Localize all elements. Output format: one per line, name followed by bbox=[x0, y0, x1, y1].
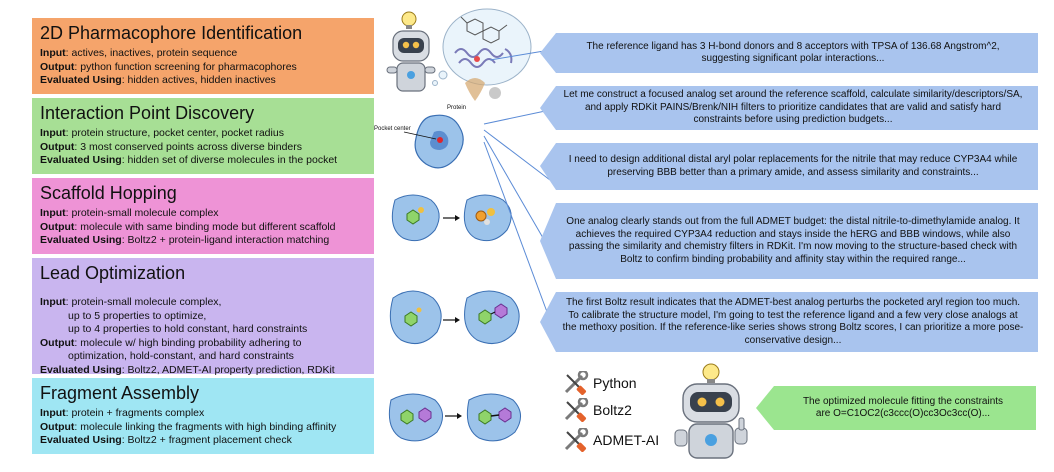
eval-label: Evaluated Using bbox=[40, 74, 122, 86]
output-text: python function screening for pharmacoph… bbox=[80, 60, 297, 73]
bubble-arrow-shape bbox=[540, 143, 1038, 190]
input-text: protein + fragments complex bbox=[71, 407, 205, 419]
input-label: Input bbox=[40, 407, 66, 419]
task-title: 2D Pharmacophore Identification bbox=[40, 23, 303, 43]
protein-pocket-illustration: Pocket center bbox=[374, 114, 464, 169]
bubble-arrow-shape bbox=[540, 33, 1038, 73]
task-panel-fragment-assembly: Fragment Assembly Input: protein + fragm… bbox=[30, 376, 376, 456]
input-text-3: up to 4 properties to hold constant, har… bbox=[68, 323, 308, 335]
eval-text: Boltz2 + protein-ligand interaction matc… bbox=[127, 234, 330, 246]
eval-text: Boltz2, ADMET-AI property prediction, RD… bbox=[127, 363, 335, 376]
input-label: Input bbox=[40, 296, 66, 308]
lead-optimization-illustration bbox=[389, 290, 520, 345]
final-answer-line-1: The optimized molecule fitting the const… bbox=[802, 395, 1004, 407]
eval-text: hidden actives, hidden inactives bbox=[127, 74, 276, 86]
output-text: 3 most conserved points across diverse b… bbox=[80, 140, 303, 153]
output-label: Output bbox=[40, 336, 75, 349]
input-label: Input bbox=[40, 207, 66, 219]
task-panel-interaction-points: Interaction Point Discovery Input: prote… bbox=[30, 96, 376, 176]
eval-text: hidden set of diverse molecules in the p… bbox=[127, 154, 338, 166]
input-text-2: up to 5 properties to optimize, bbox=[68, 309, 207, 322]
final-answer-line-2: are O=C1OC2(c3ccc(O)cc3Oc3cc(O)... bbox=[815, 408, 991, 419]
eval-label: Evaluated Using bbox=[40, 234, 122, 246]
output-text: molecule with same binding mode but diff… bbox=[80, 220, 336, 233]
eval-label: Evaluated Using bbox=[40, 434, 122, 446]
input-text: protein-small molecule complex bbox=[71, 207, 219, 219]
wrench-screwdriver-icon bbox=[564, 428, 589, 452]
bubble-arrow-shape bbox=[756, 386, 1036, 430]
eval-text: Boltz2 + fragment placement check bbox=[127, 434, 292, 446]
bubble-text: The first Boltz result indicates that th… bbox=[562, 297, 1024, 346]
eval-label: Evaluated Using bbox=[40, 154, 122, 166]
bubble-arrow-shape bbox=[540, 292, 1038, 352]
task-title: Lead Optimization bbox=[40, 263, 186, 283]
reasoning-bubble-3: I need to design additional distal aryl … bbox=[540, 143, 1038, 190]
task-panel-lead-optimization: Lead Optimization Input: protein-small m… bbox=[30, 256, 376, 376]
pocket-center-label: Pocket center bbox=[374, 126, 411, 132]
input-label: Input bbox=[40, 47, 66, 59]
input-text: protein-small molecule complex, bbox=[71, 296, 222, 308]
task-panel-scaffold-hopping: Scaffold Hopping Input: protein-small mo… bbox=[30, 176, 376, 256]
tool-python: Python bbox=[563, 371, 637, 395]
bubble-text: The reference ligand has 3 H-bond donors… bbox=[586, 40, 1000, 65]
task-title: Scaffold Hopping bbox=[40, 183, 177, 203]
connector-lines bbox=[483, 49, 551, 321]
protein-label: Protein bbox=[447, 105, 466, 111]
tool-boltz2: Boltz2 bbox=[563, 398, 632, 422]
output-label: Output bbox=[40, 140, 75, 153]
scaffold-hopping-illustration bbox=[391, 194, 512, 242]
wrench-screwdriver-icon bbox=[564, 371, 589, 395]
tool-admet-ai: ADMET-AI bbox=[563, 428, 659, 452]
reasoning-bubble-2: Let me construct a focused analog set ar… bbox=[540, 86, 1038, 130]
output-text: molecule w/ high binding probability adh… bbox=[80, 336, 302, 349]
reasoning-bubble-1: The reference ligand has 3 H-bond donors… bbox=[540, 33, 1038, 73]
bubble-text: One analog clearly stands out from the f… bbox=[566, 216, 1020, 265]
task-panel-pharmacophore: 2D Pharmacophore Identification Input: a… bbox=[30, 16, 376, 96]
output-label: Output bbox=[40, 420, 75, 433]
input-label: Input bbox=[40, 127, 66, 139]
robot-thumbs-up-icon bbox=[674, 363, 748, 459]
final-answer-bubble: The optimized molecule fitting the const… bbox=[756, 386, 1036, 430]
input-text: protein structure, pocket center, pocket… bbox=[71, 127, 284, 139]
task-title: Interaction Point Discovery bbox=[40, 103, 255, 123]
bubble-text: Let me construct a focused analog set ar… bbox=[563, 89, 1023, 126]
eval-label: Evaluated Using bbox=[40, 363, 122, 376]
tool-label: Python bbox=[593, 375, 637, 391]
output-label: Output bbox=[40, 60, 75, 73]
reasoning-bubble-5: The first Boltz result indicates that th… bbox=[540, 292, 1038, 352]
fragment-assembly-illustration bbox=[388, 393, 521, 442]
tool-label: Boltz2 bbox=[593, 402, 632, 418]
robot-with-protein-illustration: Protein bbox=[386, 8, 532, 111]
reasoning-bubble-4: One analog clearly stands out from the f… bbox=[540, 203, 1038, 279]
input-text: actives, inactives, protein sequence bbox=[71, 47, 238, 59]
output-text: molecule linking the fragments with high… bbox=[80, 420, 337, 433]
output-label: Output bbox=[40, 220, 75, 233]
bubble-text: I need to design additional distal aryl … bbox=[568, 154, 1018, 178]
task-title: Fragment Assembly bbox=[40, 383, 200, 403]
output-text-2: optimization, hold-constant, and hard co… bbox=[68, 350, 294, 362]
bubble-arrow-shape bbox=[540, 86, 1038, 130]
wrench-screwdriver-icon bbox=[564, 398, 589, 422]
bubble-arrow-shape bbox=[540, 203, 1038, 279]
tool-label: ADMET-AI bbox=[593, 432, 660, 448]
